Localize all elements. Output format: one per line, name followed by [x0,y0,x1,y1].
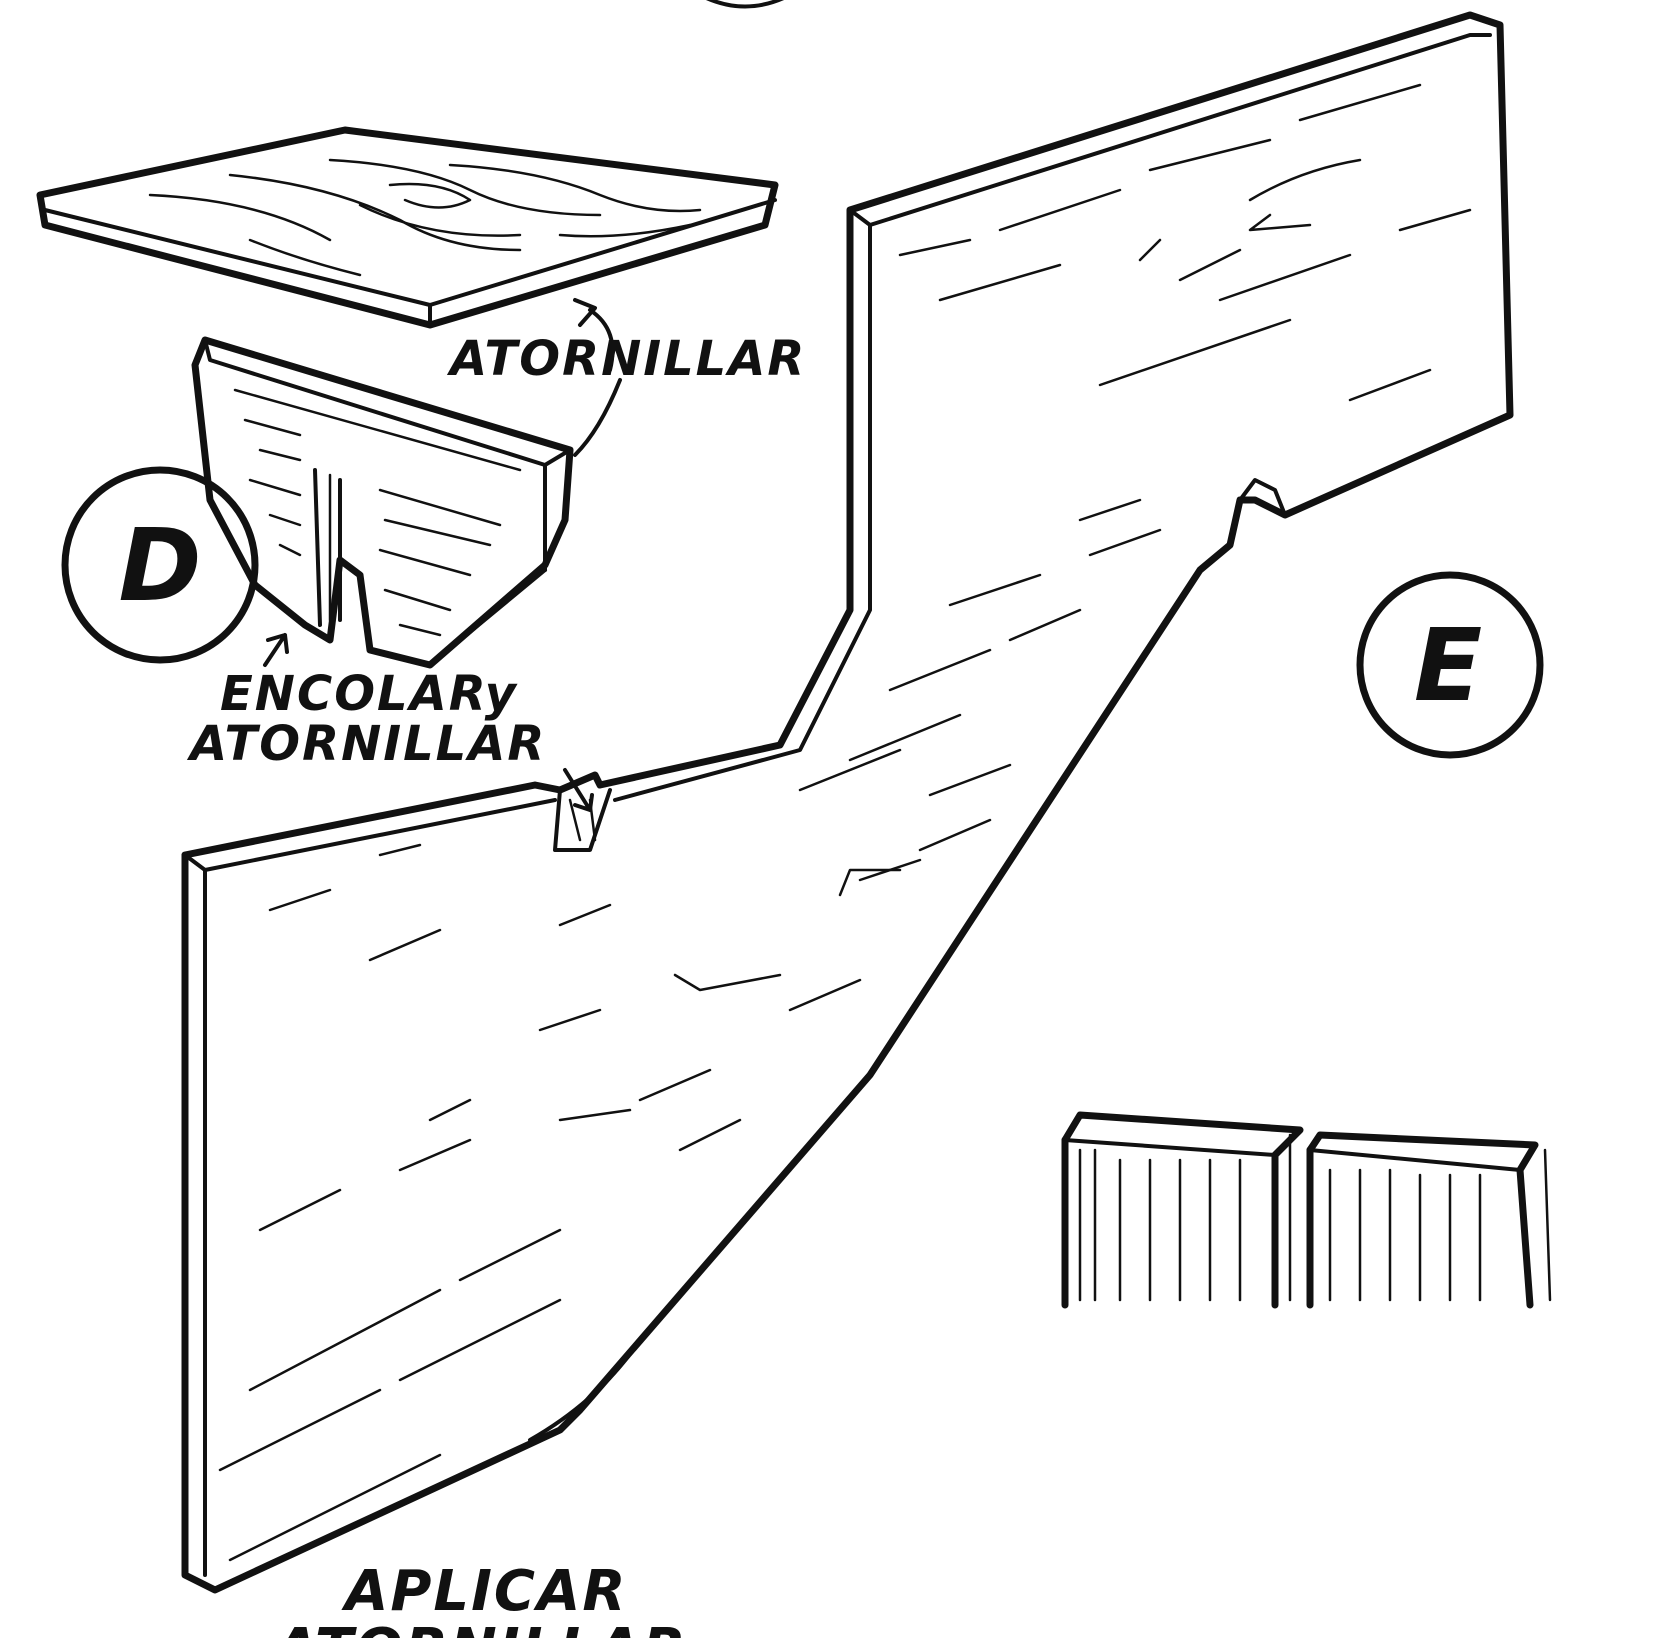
label-encolar-line2: ATORNILLAR [186,716,546,772]
top-cut-circle [706,0,784,9]
atornillar-arrow [588,308,615,372]
label-bottom-cut: ATORNILLAR [271,1617,687,1638]
encolar-arrow [263,633,289,667]
small-blocks [1061,1111,1552,1309]
top-board [36,126,779,329]
bracket-piece-d [191,336,574,669]
label-encolar-line1: ENCOLARy [220,666,518,722]
label-atornillar-top: ATORNILLAR [446,331,806,387]
badge-e-label: E [1414,607,1482,724]
badge-d-label: D [118,507,201,624]
badge-d: D [61,466,259,664]
badge-e: E [1356,571,1544,759]
notch-arrow [563,768,594,812]
side-board-e [181,11,1514,1594]
label-aplicar: APLICAR [341,1559,627,1624]
